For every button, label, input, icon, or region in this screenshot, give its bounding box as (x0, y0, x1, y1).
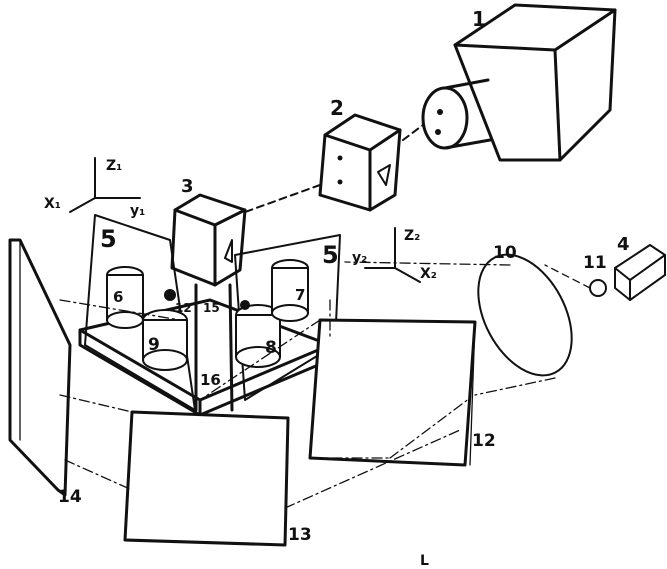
label-axis2-y: y₂ (352, 250, 367, 266)
component-12-plate (308, 318, 477, 467)
label-5-left: 5 (100, 225, 117, 253)
label-5-right: 5 (322, 241, 339, 269)
component-3-box (170, 193, 247, 287)
label-axis2-x: X₂ (420, 266, 437, 282)
label-13: 13 (288, 525, 312, 545)
beam-1-2 (402, 124, 424, 141)
component-10-mirror (477, 253, 573, 377)
label-10: 10 (493, 243, 517, 263)
label-axis1-y: y₁ (130, 203, 145, 219)
beam-paths (59, 261, 591, 509)
label-14: 14 (58, 487, 82, 507)
label-12-small: 12 (175, 301, 192, 315)
component-2-box (318, 113, 402, 212)
labels: 1 2 3 4 5 5 6 7 8 9 10 11 12 13 14 15 16… (44, 7, 630, 569)
label-3: 3 (181, 176, 194, 197)
label-9: 9 (148, 335, 160, 355)
label-bottom: L (420, 553, 429, 569)
label-11: 11 (583, 253, 607, 273)
label-16: 16 (200, 371, 221, 389)
axes-2 (364, 227, 421, 283)
label-axis2-z: Z₂ (404, 228, 420, 244)
label-axis1-z: Z₁ (106, 158, 122, 174)
label-7: 7 (295, 286, 305, 304)
mount-cylinders (106, 259, 309, 412)
label-8: 8 (265, 338, 277, 358)
label-axis1-x: X₁ (44, 196, 61, 212)
axes-1 (69, 157, 141, 213)
label-2: 2 (330, 96, 344, 120)
label-4: 4 (617, 234, 630, 255)
component-14-plate (8, 238, 72, 497)
beam-2-3 (244, 184, 321, 213)
label-1: 1 (472, 7, 486, 31)
component-1-box (421, 3, 617, 162)
component-13-plate (123, 410, 290, 547)
label-15: 15 (203, 301, 220, 315)
label-6: 6 (113, 288, 123, 306)
label-12: 12 (472, 431, 496, 451)
